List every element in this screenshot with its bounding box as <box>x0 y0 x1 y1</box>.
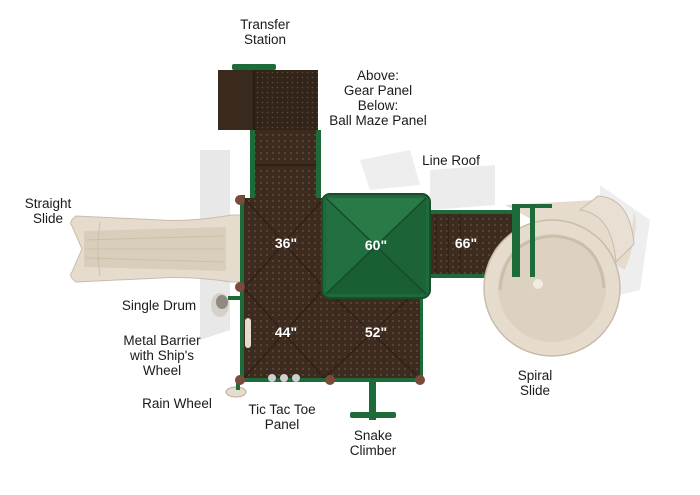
deck-height-52: 52" <box>365 324 387 340</box>
rain-wheel <box>225 380 247 398</box>
label-rain-wheel: Rain Wheel <box>142 396 212 411</box>
deck-44 <box>243 287 325 379</box>
label-metal-barrier: Metal Barrier with Ship's Wheel <box>123 333 201 378</box>
label-spiral-slide: Spiral Slide <box>517 368 553 398</box>
tic-tac-toe-panel <box>268 374 300 382</box>
deck-36 <box>243 197 325 289</box>
deck-height-36: 36" <box>275 235 297 251</box>
deck-height-60: 60" <box>365 237 387 253</box>
line-roof <box>321 193 431 299</box>
label-single-drum: Single Drum <box>121 298 197 313</box>
label-line-roof: Line Roof <box>422 153 480 168</box>
single-drum <box>211 293 242 317</box>
transfer-station-tower <box>218 64 318 200</box>
deck-height-44: 44" <box>275 324 297 340</box>
label-snake-climber: Snake Climber <box>349 428 397 458</box>
deck-52 <box>323 287 421 379</box>
spiral-slide <box>483 195 636 357</box>
deck-height-66: 66" <box>455 235 477 251</box>
label-tic-tac-toe: Tic Tac Toe Panel <box>248 402 316 432</box>
deck-66 <box>426 210 512 278</box>
label-gear-ball-maze: Above: Gear Panel Below: Ball Maze Panel <box>329 68 427 128</box>
post-caps <box>235 195 425 385</box>
label-transfer-station: Transfer Station <box>240 17 290 47</box>
snake-climber <box>350 380 396 420</box>
straight-slide <box>70 214 245 283</box>
label-straight-slide: Straight Slide <box>24 196 72 226</box>
